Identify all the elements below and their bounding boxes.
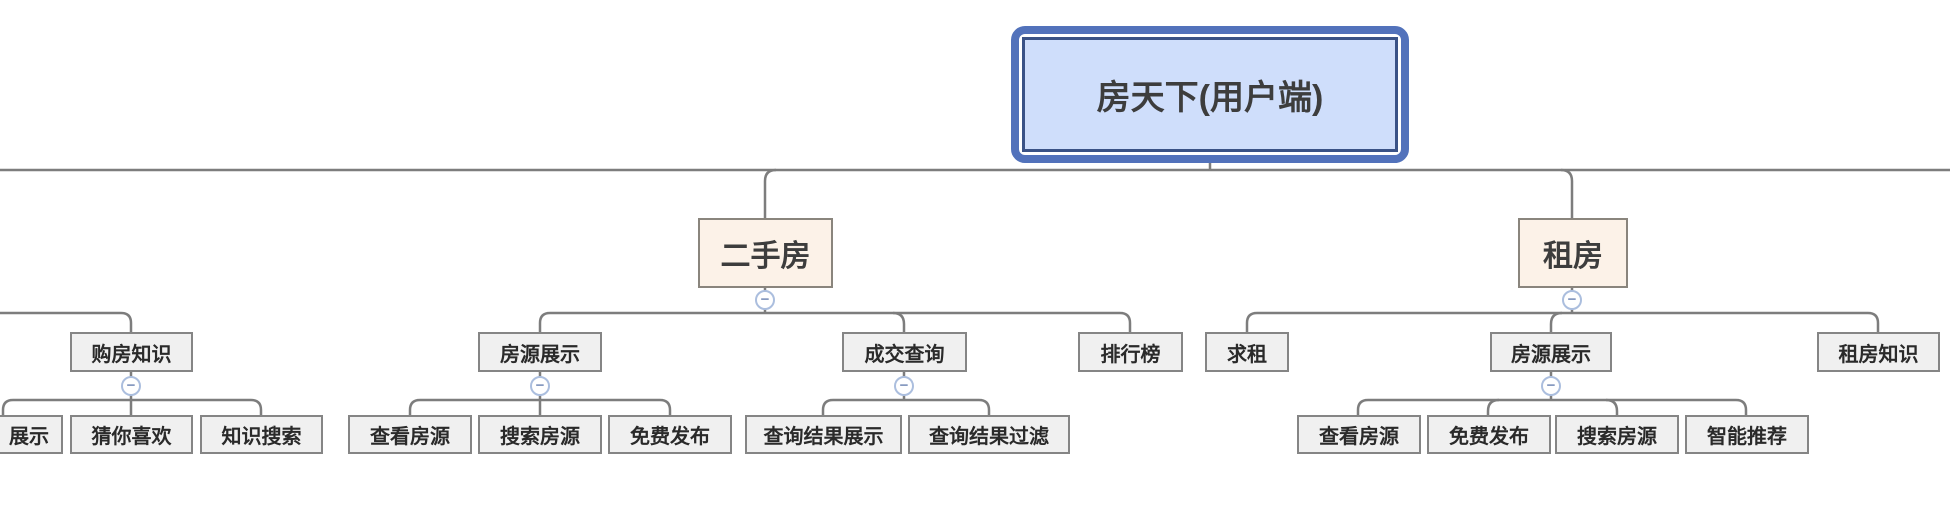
topic-query-result-display[interactable]: 查询结果展示: [745, 415, 902, 454]
topic-search-listings-secondhand[interactable]: 搜索房源: [478, 415, 602, 454]
topic-free-publish-secondhand[interactable]: 免费发布: [608, 415, 732, 454]
topic-second-hand-house[interactable]: 二手房: [698, 218, 833, 288]
topic-ranking[interactable]: 排行榜: [1078, 332, 1183, 372]
collapse-icon-listing-display-secondhand[interactable]: −: [530, 376, 550, 396]
topic-rent-house[interactable]: 租房: [1518, 218, 1628, 288]
topic-smart-recommend[interactable]: 智能推荐: [1685, 415, 1809, 454]
topic-knowledge-search[interactable]: 知识搜索: [200, 415, 323, 454]
topic-listing-display-secondhand[interactable]: 房源展示: [478, 332, 602, 372]
minus-glyph: −: [1567, 291, 1577, 308]
topic-search-listings-rent[interactable]: 搜索房源: [1555, 415, 1679, 454]
minus-glyph: −: [535, 377, 545, 394]
topic-rent-seek[interactable]: 求租: [1205, 332, 1289, 372]
collapse-icon-second-hand[interactable]: −: [755, 290, 775, 310]
topic-listing-display-rent[interactable]: 房源展示: [1490, 332, 1612, 372]
topic-display-partial[interactable]: 展示: [0, 415, 63, 454]
minus-glyph: −: [126, 377, 136, 394]
topic-view-listings-rent[interactable]: 查看房源: [1297, 415, 1421, 454]
minus-glyph: −: [899, 377, 909, 394]
collapse-icon-deal-query[interactable]: −: [894, 376, 914, 396]
minus-glyph: −: [760, 291, 770, 308]
topic-deal-query[interactable]: 成交查询: [842, 332, 967, 372]
topic-query-result-filter[interactable]: 查询结果过滤: [908, 415, 1070, 454]
topic-guess-you-like[interactable]: 猜你喜欢: [70, 415, 193, 454]
topic-view-listings-secondhand[interactable]: 查看房源: [348, 415, 472, 454]
topic-free-publish-rent[interactable]: 免费发布: [1427, 415, 1551, 454]
collapse-icon-rent[interactable]: −: [1562, 290, 1582, 310]
collapse-icon-listing-display-rent[interactable]: −: [1541, 376, 1561, 396]
collapse-icon-buy-knowledge[interactable]: −: [121, 376, 141, 396]
root-topic-label: 房天下(用户端): [1022, 37, 1398, 152]
topic-rent-knowledge[interactable]: 租房知识: [1817, 332, 1940, 372]
topic-buy-knowledge[interactable]: 购房知识: [70, 332, 193, 372]
minus-glyph: −: [1546, 377, 1556, 394]
root-topic[interactable]: 房天下(用户端): [1011, 26, 1409, 163]
